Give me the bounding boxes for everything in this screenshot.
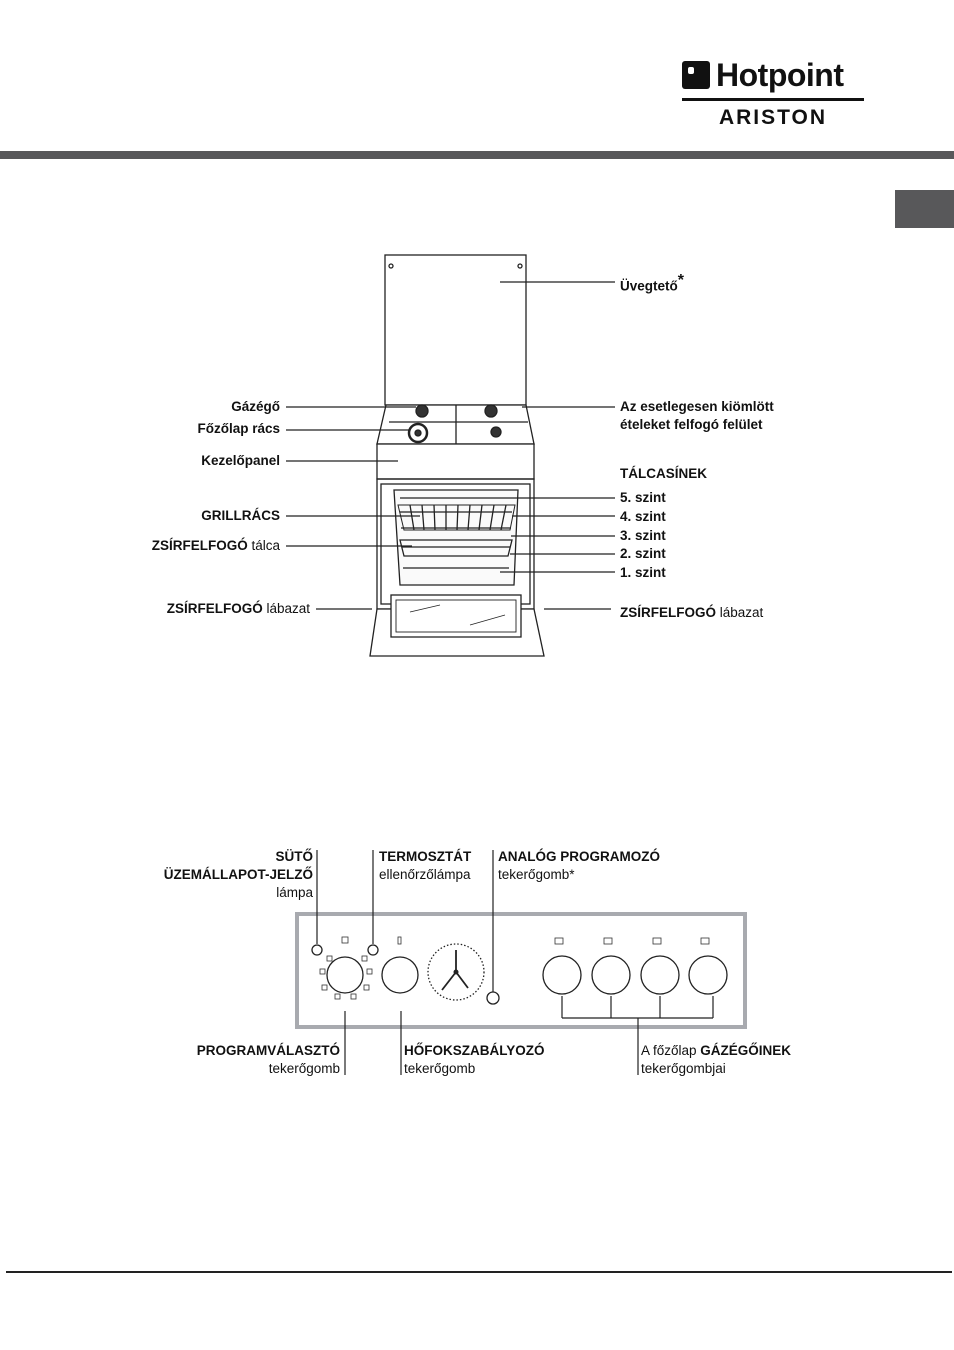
label-hob-knobs-1: A főzőlap GÁZÉGŐINEK: [641, 1043, 792, 1058]
control-strip-outline: [376, 443, 535, 480]
brand-name: Hotpoint: [716, 57, 844, 93]
label-rails-heading: TÁLCASÍNEK: [620, 466, 707, 481]
brand-subname: ARISTON: [718, 106, 828, 129]
label-selector-2: tekerőgomb: [268, 1061, 340, 1076]
label-selector-1: PROGRAMVÁLASZTÓ: [196, 1043, 340, 1058]
label-left-foot: ZSÍRFELFOGÓ lábazat: [166, 601, 310, 616]
glass-lid-outline: [384, 254, 527, 406]
label-grill-rack: GRILLRÁCS: [201, 508, 280, 523]
label-level-3: 3. szint: [620, 528, 666, 543]
label-temperature-1: HŐFOKSZABÁLYOZÓ: [404, 1043, 545, 1058]
label-level-2: 2. szint: [620, 546, 666, 561]
label-spill-tray-1: Az esetlegesen kiömlött: [620, 399, 774, 414]
label-spill-tray-2: ételeket felfogó felület: [620, 417, 763, 432]
brand-mark-icon: [682, 61, 710, 89]
label-programmer-1: ANALÓG PROGRAMOZÓ: [498, 849, 660, 864]
brand-logo: Hotpoint ARISTON: [682, 58, 864, 130]
language-tab: [895, 190, 954, 228]
label-thermostat-1: TERMOSZTÁT: [379, 849, 472, 864]
header-bar: [0, 151, 954, 159]
label-right-foot: ZSÍRFELFOGÓ lábazat: [620, 605, 764, 620]
label-level-5: 5. szint: [620, 490, 666, 505]
label-oven-lamp-1: SÜTŐ: [275, 849, 313, 864]
label-drip-tray: ZSÍRFELFOGÓ tálca: [151, 538, 280, 553]
label-thermostat-2: ellenőrzőlámpa: [379, 867, 471, 882]
label-level-4: 4. szint: [620, 509, 666, 524]
label-oven-lamp-3: lámpa: [276, 885, 313, 900]
label-temperature-2: tekerőgomb: [404, 1061, 476, 1076]
label-control-panel: Kezelőpanel: [201, 453, 280, 468]
footer-rule: [6, 1271, 952, 1273]
control-panel-illustration: [295, 850, 747, 1075]
label-hob-grid: Főzőlap rács: [197, 421, 280, 436]
label-gas-burner: Gázégő: [231, 399, 280, 414]
label-hob-knobs-2: tekerőgombjai: [641, 1061, 726, 1076]
label-glass-lid: Üvegtető*: [620, 272, 684, 294]
label-oven-lamp-2: ÜZEMÁLLAPOT-JELZŐ: [163, 867, 313, 882]
label-programmer-2: tekerőgomb*: [498, 867, 575, 882]
label-level-1: 1. szint: [620, 565, 666, 580]
brand-rule: [682, 98, 864, 101]
